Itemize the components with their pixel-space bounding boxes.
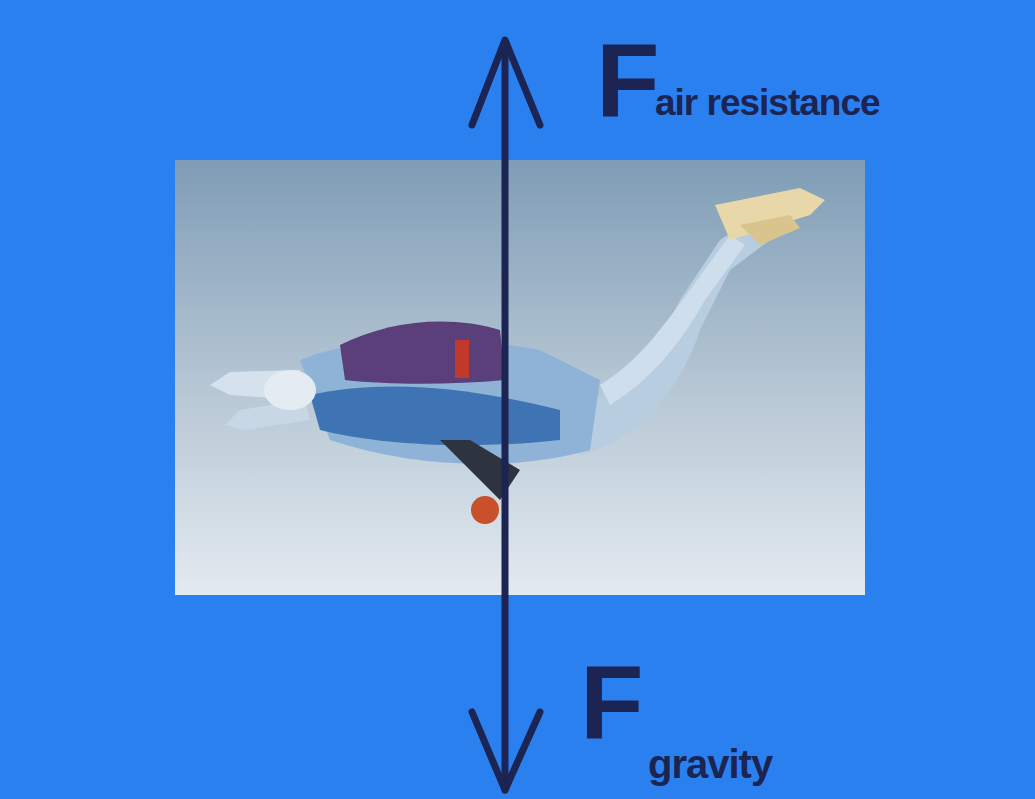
sky-photo xyxy=(175,160,865,595)
skydiver-figure xyxy=(210,188,825,524)
force-subscript: air resistance xyxy=(655,84,880,121)
force-subscript: gravity xyxy=(648,744,772,784)
force-arrow xyxy=(472,40,540,790)
force-symbol: F xyxy=(580,650,643,754)
force-symbol: F xyxy=(596,28,659,132)
